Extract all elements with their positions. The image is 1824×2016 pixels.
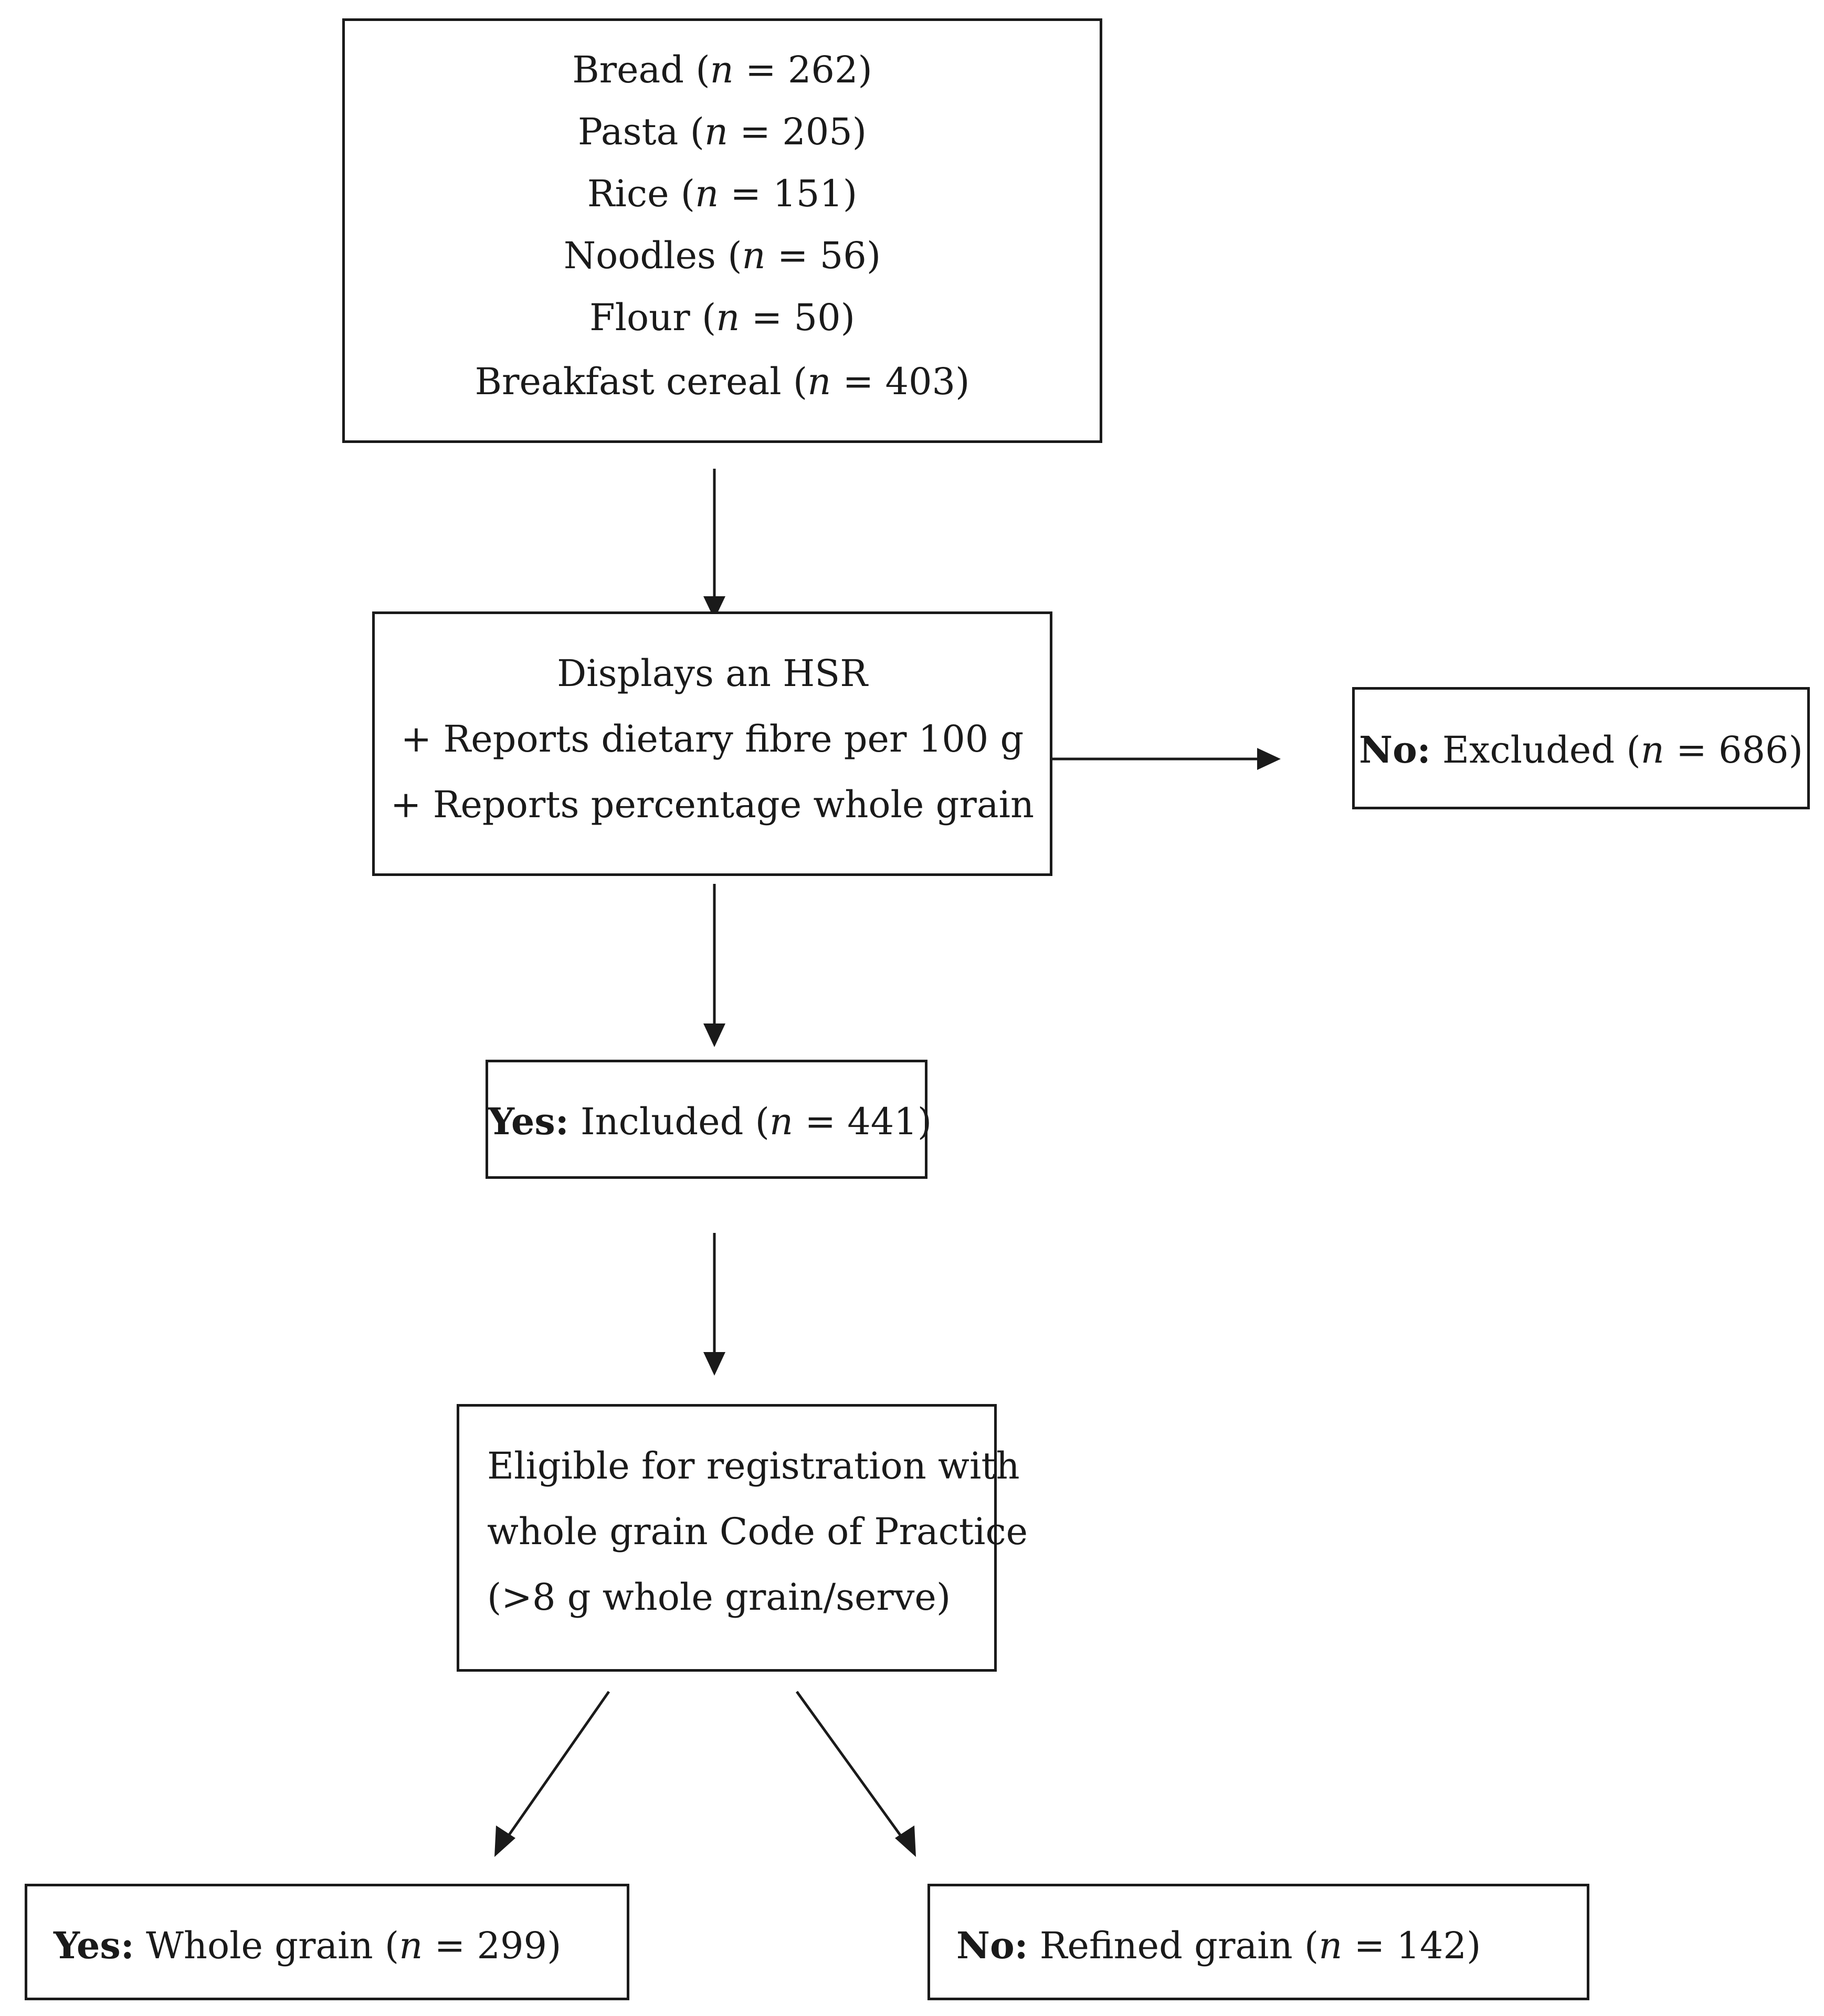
refined-grain-box: No: Refined grain (n = 142) [927, 1884, 1589, 2000]
included-box: Yes: Included (n = 441) [486, 1060, 932, 1179]
arrowhead-eligibility-to-refined-grain [895, 1825, 916, 1857]
arrowhead-included-to-eligibility [703, 1352, 725, 1376]
arrowhead-criteria-to-included [703, 1023, 725, 1047]
whole-grain-box: Yes: Whole grain (n = 299) [25, 1884, 629, 2000]
excluded-label: No: Excluded (n = 686) [1359, 728, 1803, 772]
eligibility-line-2: whole grain Code of Practice [487, 1510, 1028, 1553]
eligibility-line-1: Eligible for registration with [487, 1444, 1020, 1487]
whole-grain-label: Yes: Whole grain (n = 299) [54, 1924, 562, 1967]
arrowhead-eligibility-to-whole-grain [494, 1825, 515, 1857]
eligibility-box: Eligible for registration with whole gra… [457, 1404, 1028, 1672]
category-flour: Flour (n = 50) [589, 296, 855, 339]
criteria-line-hsr: Displays an HSR [557, 652, 868, 695]
arrowhead-categories-to-criteria [703, 596, 725, 619]
eligibility-line-3: (>8 g whole grain/serve) [487, 1576, 951, 1619]
category-bread: Bread (n = 262) [572, 48, 872, 91]
excluded-box: No: Excluded (n = 686) [1352, 687, 1810, 809]
criteria-line-fibre: + Reports dietary fibre per 100 g [400, 717, 1024, 761]
category-pasta: Pasta (n = 205) [577, 110, 867, 153]
criteria-box: Displays an HSR + Reports dietary fibre … [372, 611, 1052, 876]
arrowhead-criteria-to-excluded [1257, 748, 1281, 770]
arrow-eligibility-to-whole-grain [502, 1691, 610, 1843]
categories-box: Bread (n = 262) Pasta (n = 205) Rice (n … [342, 18, 1102, 443]
category-breakfast-cereal: Breakfast cereal (n = 403) [475, 360, 970, 403]
criteria-line-whole-grain: + Reports percentage whole grain [390, 783, 1035, 826]
category-noodles: Noodles (n = 56) [563, 234, 881, 277]
category-rice: Rice (n = 151) [587, 172, 858, 215]
included-label: Yes: Included (n = 441) [488, 1100, 932, 1143]
refined-grain-label: No: Refined grain (n = 142) [956, 1924, 1481, 1967]
arrow-eligibility-to-refined-grain [795, 1691, 907, 1843]
